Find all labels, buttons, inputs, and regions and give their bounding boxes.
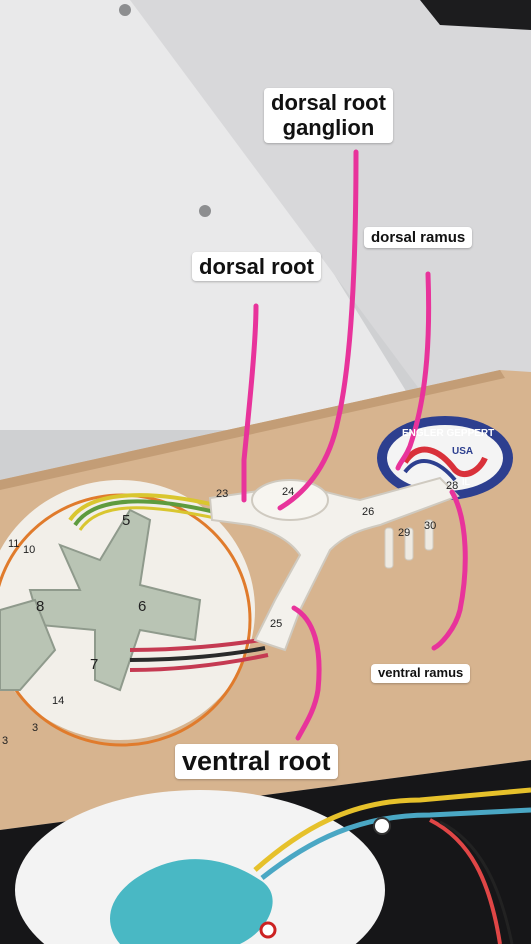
badge-country: USA xyxy=(452,446,474,457)
dorsal-root-ganglion-label: dorsal root ganglion xyxy=(264,88,393,143)
dorsal-root-ganglion-label-line-2: ganglion xyxy=(282,115,375,141)
model-number: 8 xyxy=(36,598,45,615)
model-number: 10 xyxy=(23,544,36,556)
badge-state: IL xyxy=(462,477,470,487)
model-number: 24 xyxy=(282,486,295,498)
paper-sheet xyxy=(0,0,430,430)
dorsal-ramus-label: dorsal ramus xyxy=(364,227,473,249)
model-number: 23 xyxy=(216,488,229,500)
ventral-ramus-label: ventral ramus xyxy=(371,664,471,683)
model-number: 6 xyxy=(138,598,147,615)
model-number: 29 xyxy=(398,527,411,539)
dorsal-root-label: dorsal root xyxy=(192,252,321,282)
model-number: 26 xyxy=(362,506,375,518)
badge-title: ENGLER GEPPERT xyxy=(402,428,495,439)
pointer-lines xyxy=(241,149,468,741)
model-number: 28 xyxy=(446,480,459,492)
ventral-root-label: ventral root xyxy=(175,744,338,780)
model-number: 14 xyxy=(52,695,65,707)
model-number: 30 xyxy=(424,520,437,532)
model-number: 11 xyxy=(8,538,20,550)
model-number: 7 xyxy=(90,656,99,673)
dorsal-root-ganglion-label-line-1: dorsal root xyxy=(271,90,386,115)
model-number: 5 xyxy=(122,512,131,529)
model-number: 3 xyxy=(2,735,9,747)
model-number: 25 xyxy=(270,618,283,630)
model-number: 3 xyxy=(32,722,39,734)
